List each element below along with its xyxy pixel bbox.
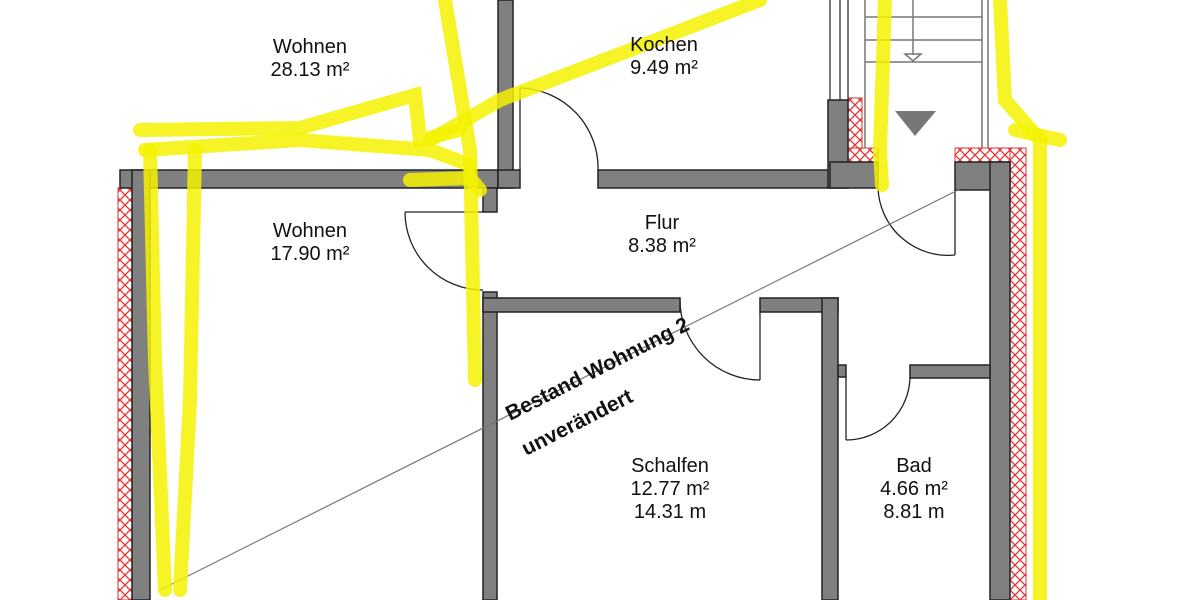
room-name: Schalfen	[631, 455, 709, 477]
room-flur: Flur 8.38 m²	[628, 212, 696, 258]
room-area: 28.13 m²	[270, 59, 350, 81]
room-name: Flur	[644, 212, 680, 234]
window	[829, 0, 849, 100]
diagonal-line	[159, 187, 963, 591]
room-name: Kochen	[630, 34, 698, 56]
room-name: Wohnen	[272, 36, 348, 58]
room-area: 4.66 m²	[880, 478, 948, 500]
room-name: Bad	[896, 455, 932, 477]
room-kochen: Kochen 9.49 m²	[630, 34, 698, 80]
highlighter-marks	[133, 0, 1067, 600]
room-area: 12.77 m²	[630, 478, 710, 500]
room-area: 9.49 m²	[630, 57, 698, 79]
room-name: Wohnen	[272, 220, 348, 242]
room-area: 8.38 m²	[628, 235, 696, 257]
room-bad: Bad 4.66 m² 8.81 m	[880, 455, 948, 524]
room-wohnen-2: Wohnen 17.90 m²	[271, 220, 350, 266]
room-perimeter: 8.81 m	[883, 501, 945, 523]
stair-direction-arrow-icon	[895, 111, 936, 136]
room-perimeter: 14.31 m	[633, 501, 707, 523]
room-wohnen-1: Wohnen 28.13 m²	[271, 36, 350, 82]
room-area: 17.90 m²	[270, 243, 350, 265]
walls	[119, 0, 1011, 600]
room-schlafen: Schalfen 12.77 m² 14.31 m	[631, 455, 710, 524]
